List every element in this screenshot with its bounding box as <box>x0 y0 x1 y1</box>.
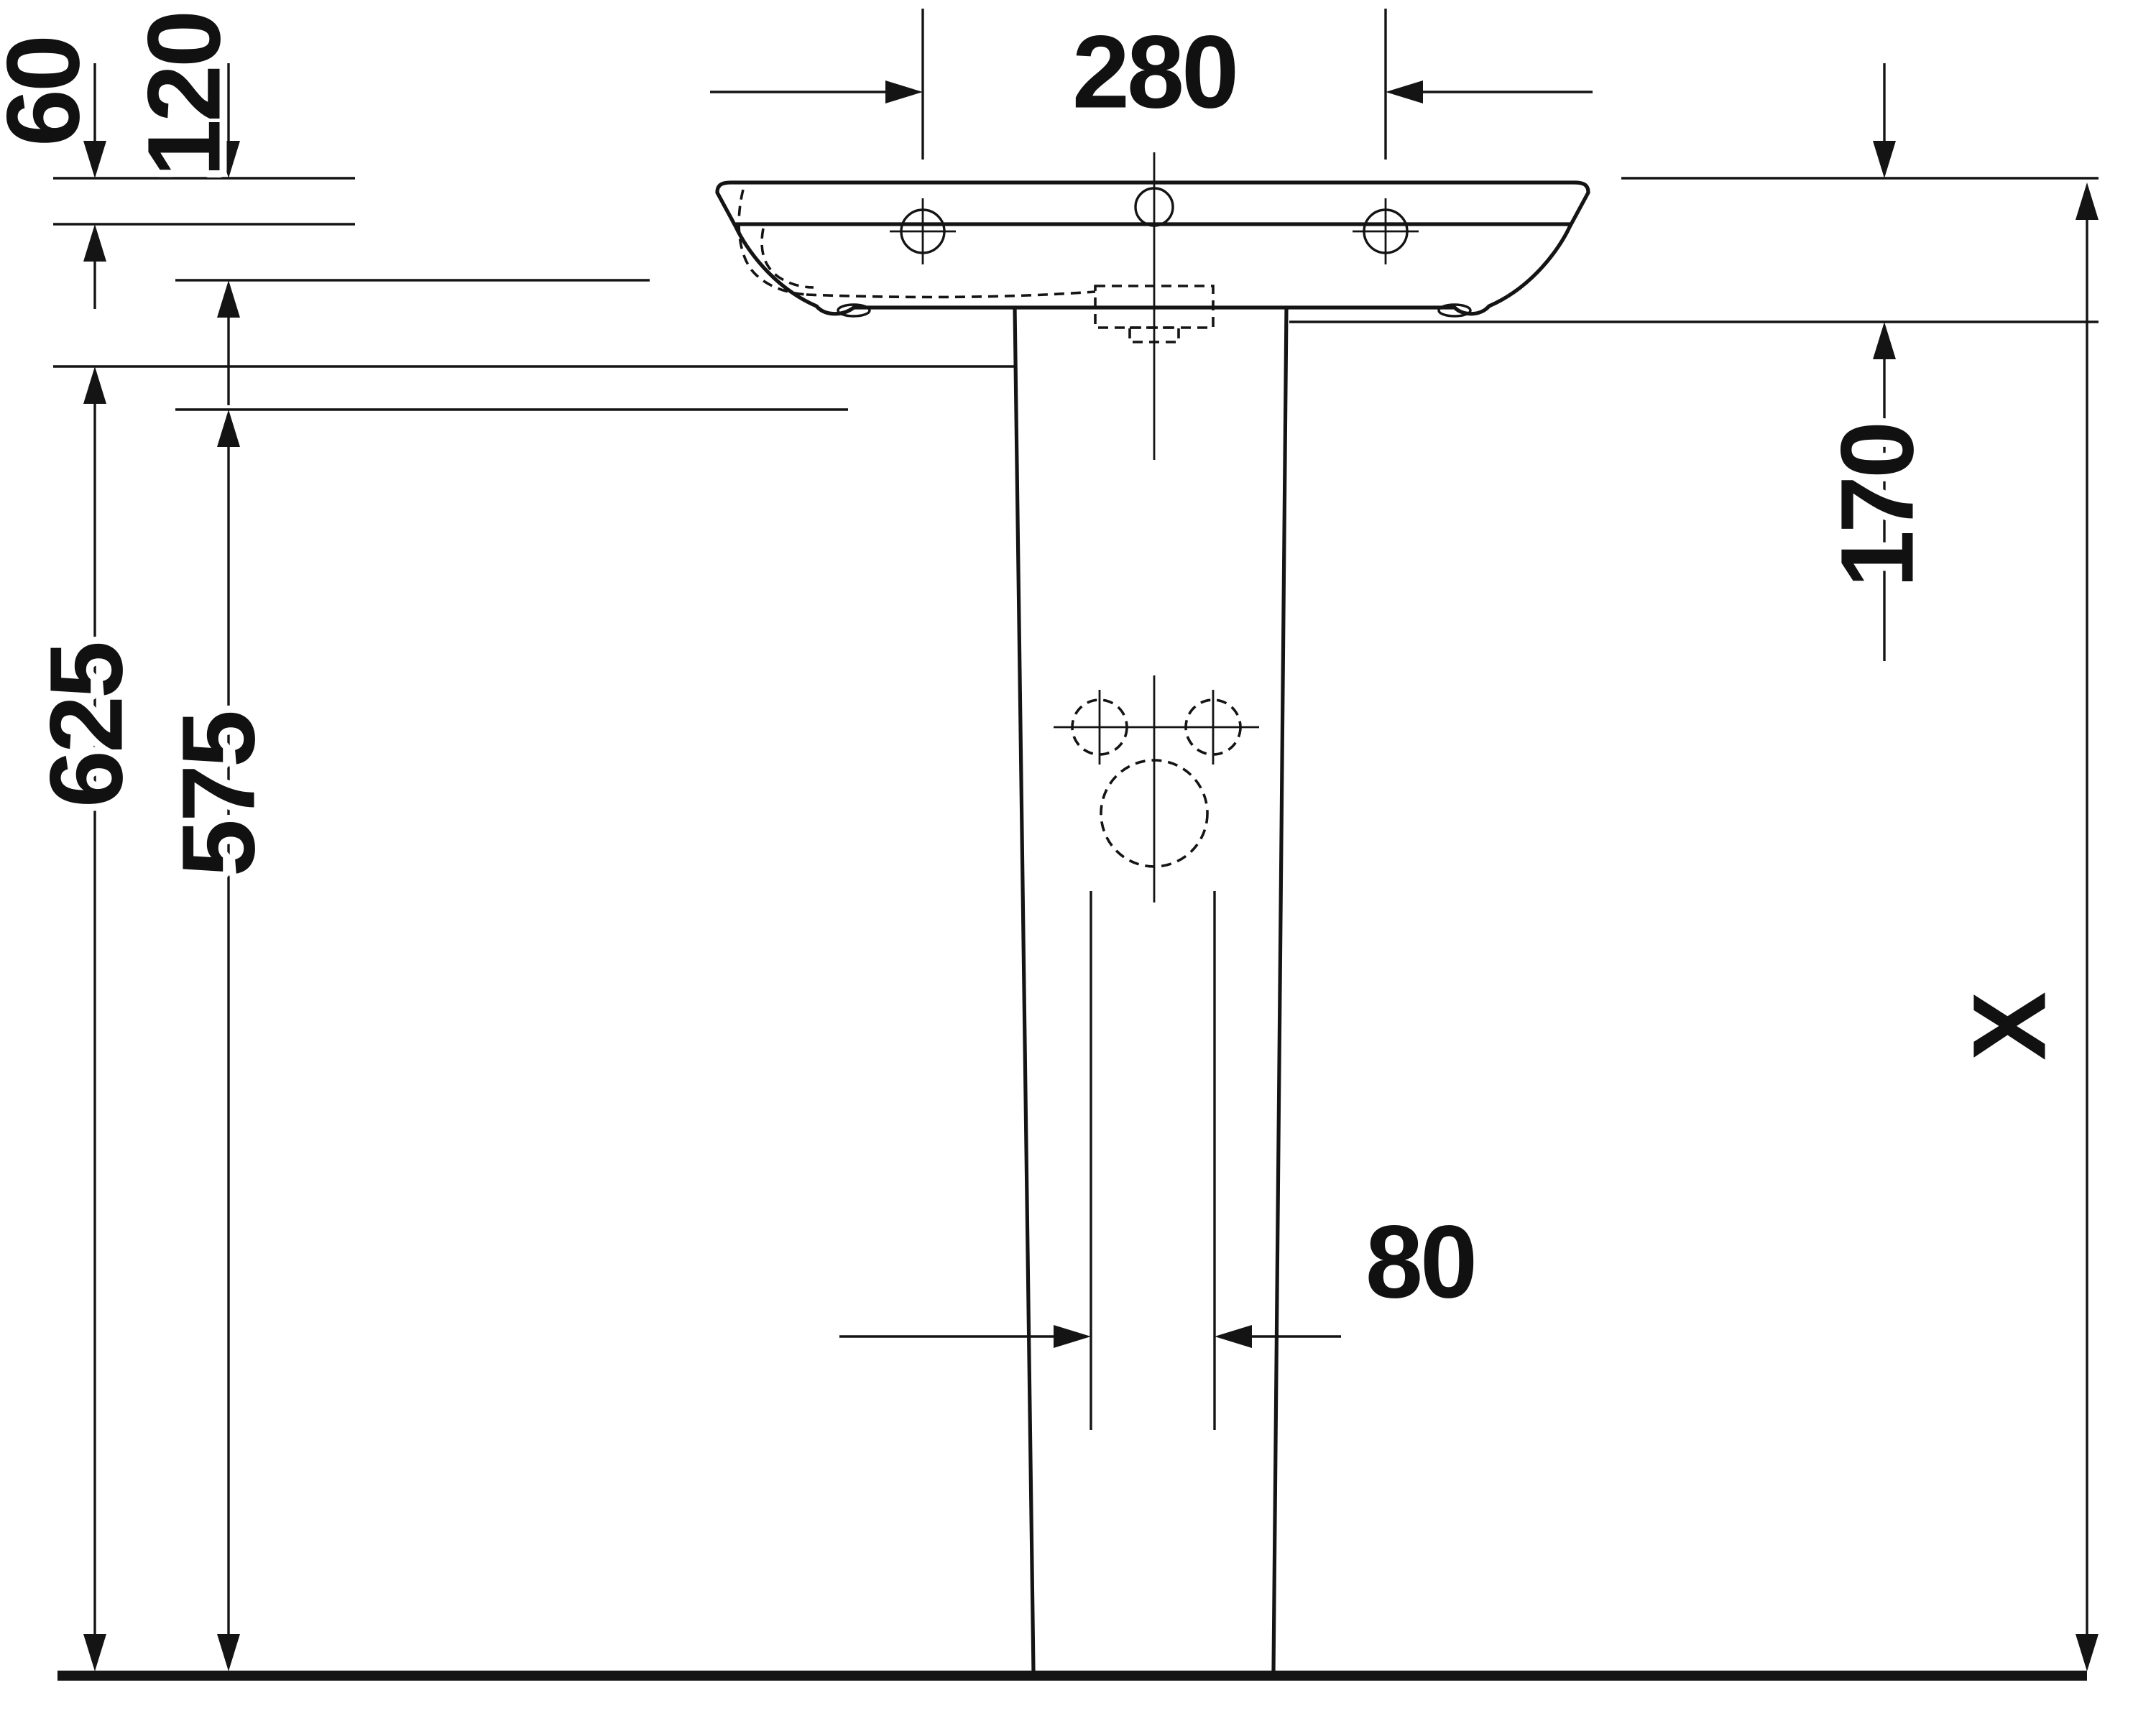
arrowhead-x-down <box>2076 1634 2099 1671</box>
arrowhead-170-up <box>1873 322 1896 359</box>
arrowhead-60-up <box>83 224 106 262</box>
dimension-label-x: X <box>1952 992 2068 1061</box>
reference-lines <box>53 177 2099 411</box>
arrowhead-625-down <box>83 1634 106 1671</box>
dimension-label-280: 280 <box>1072 14 1236 130</box>
arrowhead-120-up <box>217 280 240 318</box>
dimension-label-80: 80 <box>1365 1204 1475 1320</box>
dimension-575: 575 <box>154 410 284 1671</box>
faucet-hole-right <box>1353 198 1419 264</box>
arrowhead-120-down <box>217 141 240 178</box>
arrowhead-x-up <box>2076 183 2099 220</box>
dimension-280: 280 <box>710 7 1593 160</box>
faucet-hole-left <box>890 198 956 264</box>
dimension-625: 625 <box>22 366 152 1671</box>
dimension-label-60: 60 <box>0 37 101 147</box>
dimension-120: 120 <box>119 6 249 405</box>
dimension-80: 80 <box>839 891 1485 1430</box>
basin-foot-right <box>1437 303 1472 318</box>
arrowhead-575-up <box>217 410 240 447</box>
pedestal-right-edge <box>1271 305 1289 1673</box>
dimension-x: X <box>1945 183 2099 1671</box>
basin-outline <box>715 180 1590 316</box>
waste-pipe-hole <box>1100 759 1209 868</box>
dimension-60: 60 <box>0 30 109 309</box>
pedestal-left-edge <box>1013 305 1036 1673</box>
basin-foot-left <box>837 303 871 318</box>
arrowhead-60-down <box>83 141 106 178</box>
basin <box>715 152 1590 460</box>
dimension-170: 170 <box>1812 63 1943 661</box>
arrowhead-575-down <box>217 1634 240 1671</box>
arrowhead-170-down <box>1873 141 1896 178</box>
dimension-label-120: 120 <box>126 13 242 177</box>
bowl-section-left-wall <box>737 189 807 296</box>
arrowhead-80-left <box>1054 1325 1091 1348</box>
arrowhead-80-right <box>1215 1325 1252 1348</box>
bowl-bottom-line <box>806 290 1096 299</box>
arrowhead-280-left <box>885 80 923 103</box>
dimension-label-575: 575 <box>161 712 277 877</box>
faucet-hole-center <box>1134 187 1174 227</box>
dimension-label-170: 170 <box>1820 424 1935 588</box>
pedestal <box>1013 305 1289 1673</box>
dimension-label-625: 625 <box>29 643 144 808</box>
arrowhead-280-right <box>1386 80 1423 103</box>
arrowhead-625-up <box>83 366 106 404</box>
bowl-section-inner <box>760 228 814 289</box>
